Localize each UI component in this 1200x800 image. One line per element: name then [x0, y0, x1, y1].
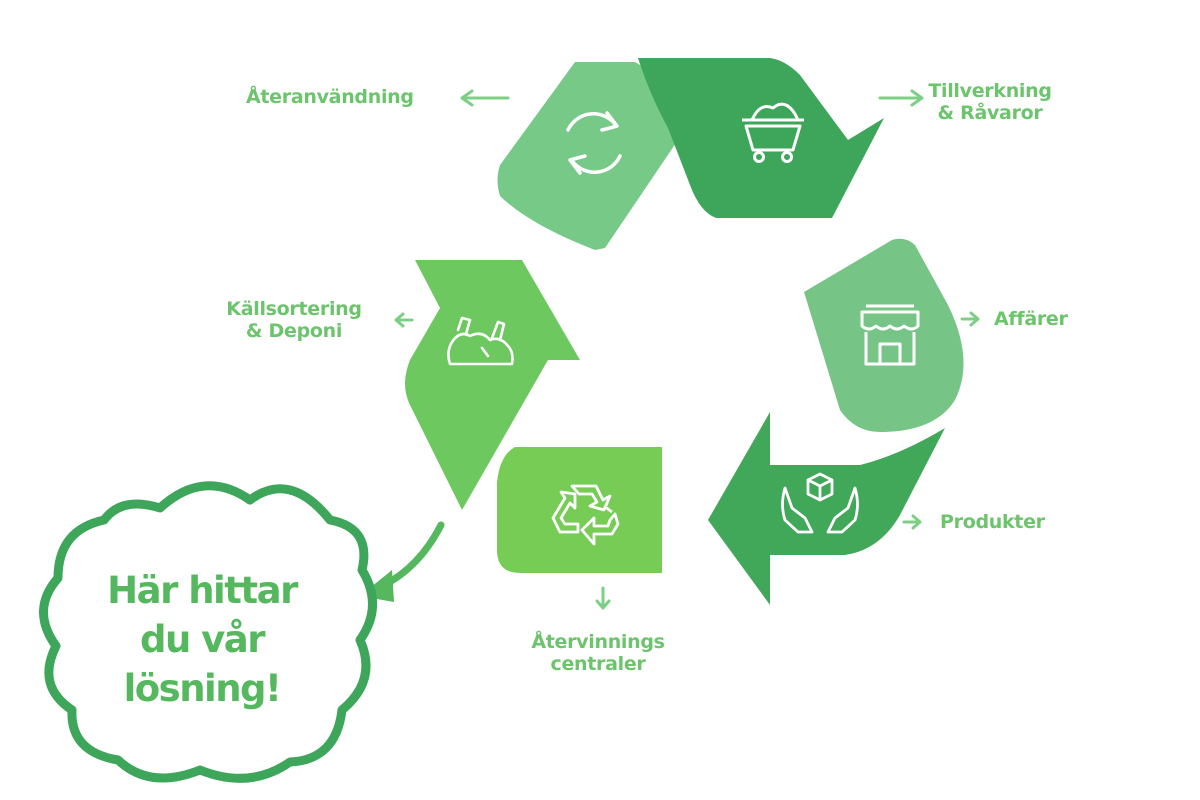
pointer-arrows — [394, 89, 980, 610]
label-products: Produkter — [940, 511, 1045, 533]
segment-stores — [804, 238, 964, 432]
label-sorting-line1: Källsortering — [226, 298, 362, 320]
refresh-icon — [566, 111, 622, 175]
label-recycling-centers-line1: Återvinnings — [531, 631, 665, 653]
segment-recycling-centers — [497, 447, 662, 573]
cloud-line-3: lösning! — [123, 667, 282, 710]
segment-sorting — [405, 260, 580, 510]
label-manufacturing-line2: & Råvaror — [937, 102, 1043, 124]
cloud-line-2: du vår — [139, 618, 266, 661]
segment-reuse — [497, 62, 680, 250]
segment-manufacturing — [638, 58, 884, 218]
label-recycling-centers: Återvinnings centraler — [508, 631, 688, 675]
cloud-message: Här hittar du vår lösning! — [52, 566, 352, 713]
mine-cart-icon — [742, 102, 804, 163]
label-recycling-centers-line2: centraler — [550, 653, 646, 675]
trash-pile-icon — [447, 316, 514, 366]
segment-products — [708, 412, 945, 605]
hands-box-icon — [781, 472, 859, 534]
label-sorting: Källsortering & Deponi — [212, 298, 376, 342]
cloud-line-1: Här hittar — [107, 569, 298, 612]
label-manufacturing-line1: Tillverkning — [928, 80, 1052, 102]
label-manufacturing: Tillverkning & Råvaror — [920, 80, 1060, 124]
label-stores: Affärer — [994, 308, 1068, 330]
recycle-icon — [551, 484, 620, 546]
label-reuse: Återanvändning — [246, 86, 414, 108]
solution-cloud — [39, 481, 377, 783]
shop-icon — [860, 304, 920, 366]
label-sorting-line2: & Deponi — [245, 320, 343, 342]
